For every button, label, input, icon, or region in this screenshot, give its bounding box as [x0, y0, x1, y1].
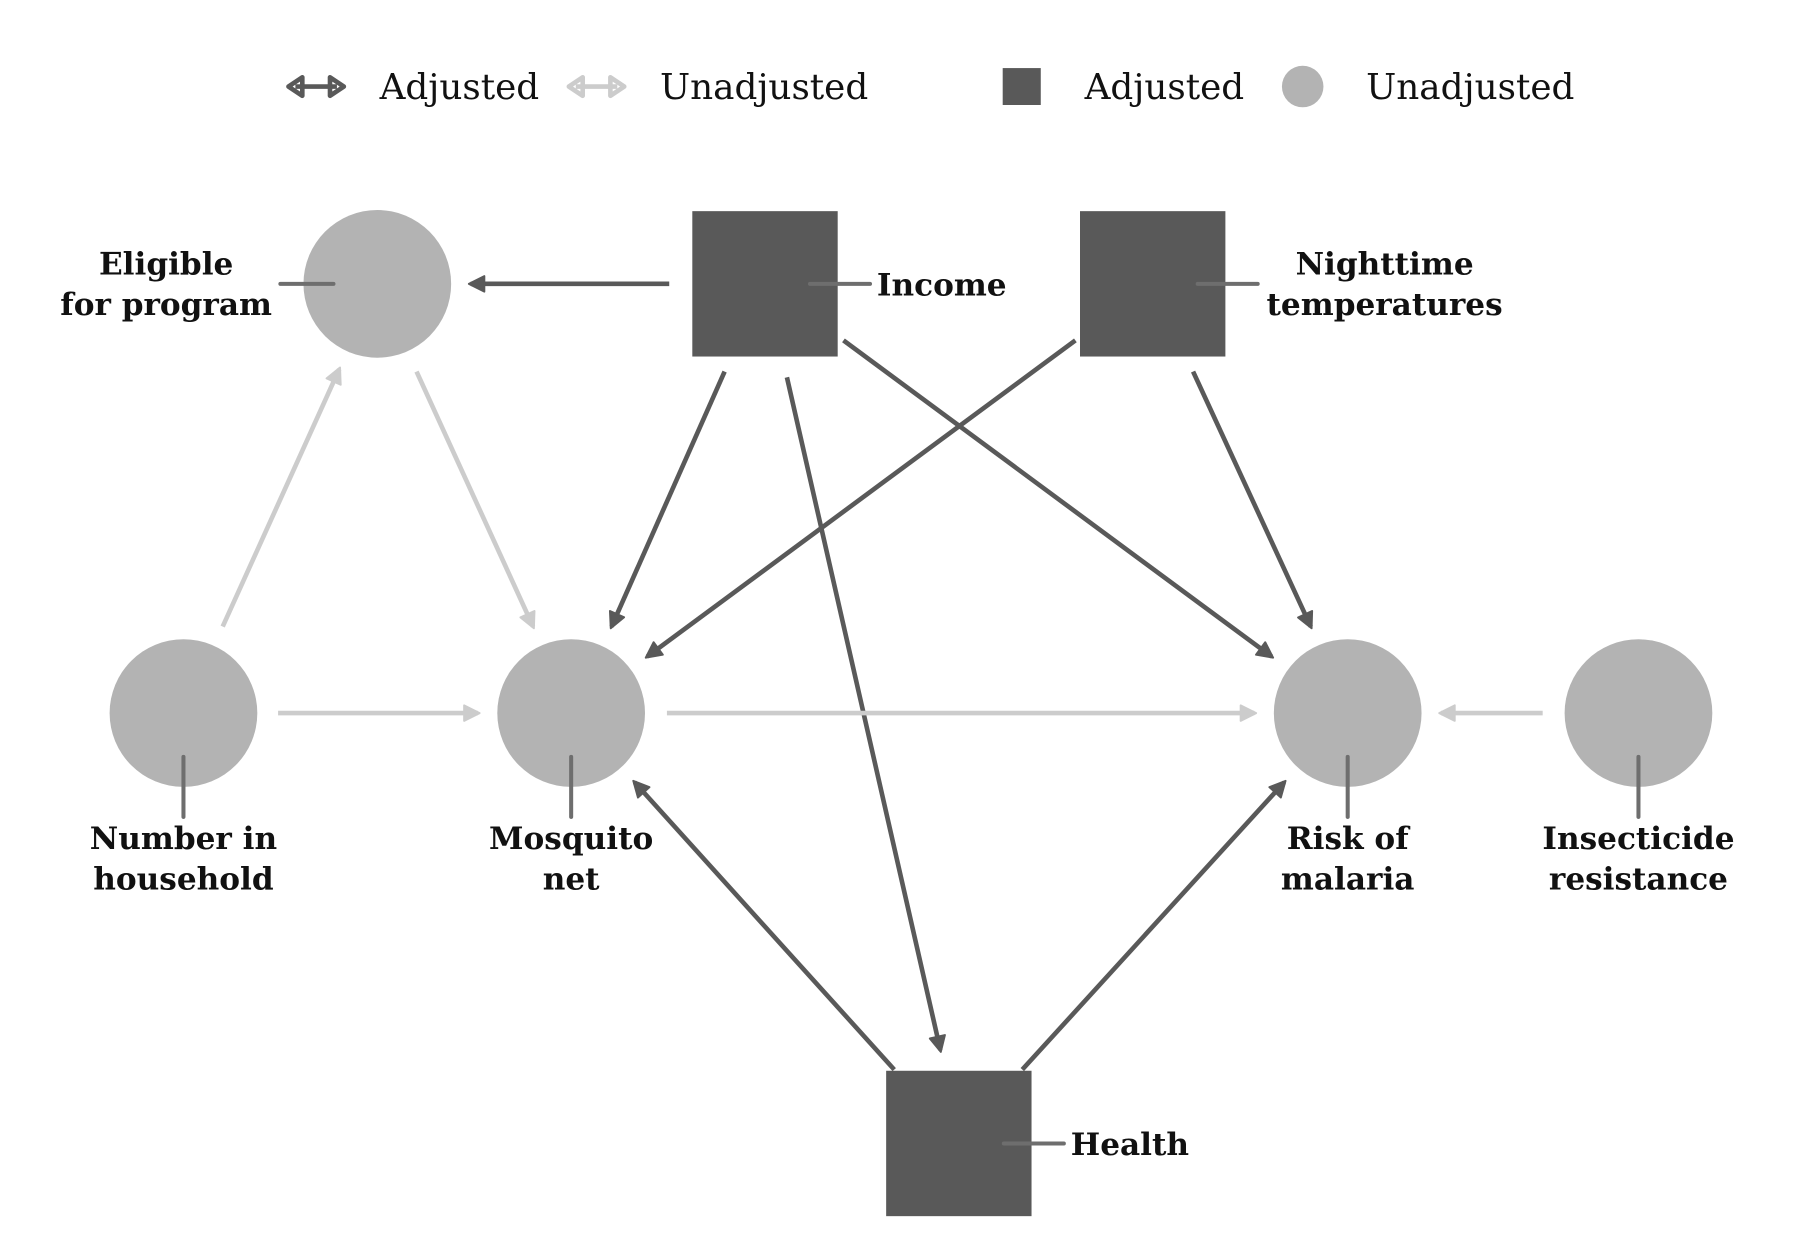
node-label-net: Mosquito net — [489, 821, 653, 897]
legend: Adjusted Unadjusted Adjusted Unadjusted — [286, 65, 1574, 108]
node-label-line: resistance — [1549, 862, 1728, 898]
node-label-nighttime: Nighttime temperatures — [1267, 247, 1503, 323]
node-label-line: temperatures — [1267, 287, 1503, 323]
node-label-line: Number in — [90, 821, 277, 857]
node-label-line: for program — [60, 287, 272, 323]
node-label-line: Risk of — [1287, 821, 1411, 857]
legend-edge-unadjusted-label: Unadjusted — [660, 67, 868, 108]
double-arrow-icon — [286, 75, 347, 99]
legend-edge-adjusted: Adjusted — [286, 67, 540, 108]
edge-nighttime-malaria — [1190, 370, 1314, 630]
edge-health-net — [632, 779, 896, 1072]
nodes — [109, 210, 1713, 1217]
node-label-insecticide: Insecticide resistance — [1542, 821, 1734, 897]
legend-edge-adjusted-label: Adjusted — [379, 67, 540, 108]
node-label-health: Health — [1071, 1127, 1189, 1163]
node-label-line: household — [93, 862, 274, 898]
node-net — [497, 639, 645, 787]
node-label-malaria: Risk of malaria — [1281, 821, 1415, 897]
node-label-eligible: Eligible for program — [60, 247, 272, 323]
node-label-line: Income — [877, 267, 1007, 303]
legend-node-unadjusted-label: Unadjusted — [1366, 67, 1574, 108]
node-label-line: Mosquito — [489, 821, 653, 857]
node-label-line: malaria — [1281, 862, 1415, 898]
node-eligible — [303, 210, 452, 358]
node-label-line: Health — [1071, 1127, 1189, 1163]
legend-node-unadjusted: Unadjusted — [1281, 65, 1574, 108]
node-label-line: Insecticide — [1542, 821, 1734, 857]
double-arrow-icon — [566, 75, 627, 99]
edge-health-malaria — [1020, 779, 1287, 1072]
edges — [220, 275, 1543, 1072]
legend-node-adjusted-label: Adjusted — [1084, 67, 1245, 108]
node-malaria — [1273, 639, 1422, 787]
node-label-line: Nighttime — [1296, 247, 1474, 283]
edge-income-net — [608, 370, 727, 630]
node-label-line: Eligible — [99, 247, 233, 283]
legend-node-adjusted: Adjusted — [1002, 67, 1245, 108]
node-label-household: Number in household — [90, 821, 277, 897]
node-label-line: net — [543, 862, 600, 898]
labels: Eligible for program Income Nighttime temper… — [60, 247, 1734, 1163]
circle-icon — [1281, 65, 1324, 108]
edge-eligible-net — [414, 370, 536, 630]
edge-household-eligible — [220, 366, 342, 628]
edge-nighttime-net — [644, 338, 1077, 659]
legend-edge-unadjusted: Unadjusted — [566, 67, 868, 108]
square-icon — [1002, 68, 1041, 105]
node-household — [109, 639, 258, 787]
node-label-income: Income — [877, 267, 1007, 303]
node-insecticide — [1564, 639, 1713, 787]
edge-income-malaria — [842, 338, 1275, 659]
